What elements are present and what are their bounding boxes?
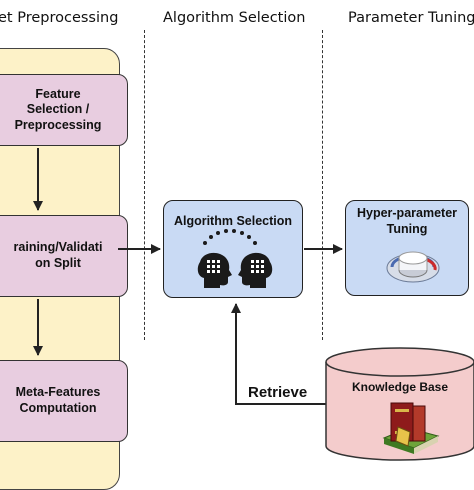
split-line-1: raining/Validati <box>13 240 103 255</box>
two-heads-dots-icon <box>197 229 273 288</box>
feature-selection-line-3: Preprocessing <box>14 117 102 132</box>
meta-features-line-2: Computation <box>19 401 97 415</box>
feature-selection-line-2: Selection / <box>26 102 90 117</box>
books-icon <box>382 402 440 454</box>
gauge-dial-icon <box>386 251 440 283</box>
feature-selection-line-1: Feature <box>35 86 81 101</box>
hyper-parameter-line-2: Tuning <box>386 221 428 236</box>
column-title-algorithm-selection: Algorithm Selection <box>163 10 306 26</box>
knowledge-base-label: Knowledge Base <box>351 380 449 394</box>
arrow-retrieve <box>231 303 328 405</box>
column-title-preprocessing: et Preprocessing <box>0 10 119 26</box>
column-title-parameter-tuning: Parameter Tuning <box>348 10 474 26</box>
diagram-graphics <box>33 148 474 461</box>
column-divider-left <box>144 30 145 340</box>
algorithm-selection-node: Algorithm Selection <box>163 200 303 298</box>
meta-features-line-1: Meta-Features <box>15 385 101 400</box>
algorithm-selection-label: Algorithm Selection <box>173 214 293 228</box>
retrieve-edge-label: Retrieve <box>248 384 308 401</box>
split-line-2: on Split <box>35 256 81 270</box>
meta-features-node: Meta-Features Computation <box>0 360 128 442</box>
column-divider-right <box>322 30 323 340</box>
training-validation-split-node: raining/Validati on Split <box>0 215 128 297</box>
hyper-parameter-line-1: Hyper-parameter <box>356 206 458 220</box>
feature-selection-node: Feature Selection / Preprocessing <box>0 74 128 146</box>
